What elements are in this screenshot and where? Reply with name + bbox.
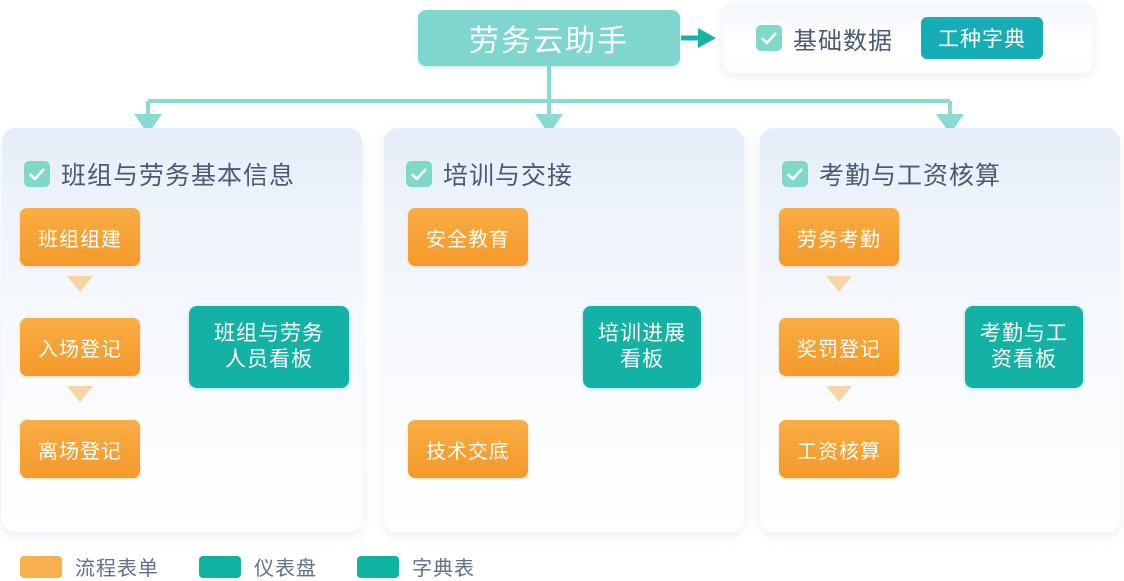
card-title: 考勤与工资核算 xyxy=(819,162,1002,190)
check-icon[interactable] xyxy=(782,161,808,187)
dashboard-line-1: 考勤与工 xyxy=(980,321,1068,345)
legend-label: 流程表单 xyxy=(75,558,159,580)
step-box[interactable]: 工资核算 xyxy=(779,420,899,478)
step-box[interactable]: 劳务考勤 xyxy=(779,208,899,266)
dashboard-line-2: 资看板 xyxy=(991,348,1057,371)
app-title[interactable]: 劳务云助手 xyxy=(418,10,680,66)
base-data-panel: 基础数据 工种字典 xyxy=(723,3,1093,73)
step-box[interactable]: 奖罚登记 xyxy=(779,318,899,376)
card-basic-info: 班组与劳务基本信息 班组组建 入场登记 离场登记 班组与劳务 人员看板 xyxy=(2,128,362,532)
dashboard-box[interactable]: 班组与劳务 人员看板 xyxy=(189,306,349,388)
dashboard-box[interactable]: 考勤与工 资看板 xyxy=(965,306,1083,388)
flow-arrow-down-icon xyxy=(67,276,93,292)
check-icon[interactable] xyxy=(24,161,50,187)
dashboard-box[interactable]: 培训进展 看板 xyxy=(583,306,701,388)
legend-item: 仪表盘 xyxy=(199,552,317,581)
base-data-label: 基础数据 xyxy=(793,27,893,55)
step-box[interactable]: 入场登记 xyxy=(20,318,140,376)
legend-label: 字典表 xyxy=(412,558,475,580)
legend-item: 字典表 xyxy=(357,552,475,581)
legend-swatch-dashboard xyxy=(199,555,241,578)
dashboard-line-1: 班组与劳务 xyxy=(214,321,324,345)
check-icon[interactable] xyxy=(406,161,432,187)
card-header: 考勤与工资核算 xyxy=(782,156,1001,192)
tree-connector xyxy=(134,66,964,134)
step-box[interactable]: 离场登记 xyxy=(20,420,140,478)
card-title: 班组与劳务基本信息 xyxy=(61,162,296,190)
legend-swatch-dictionary xyxy=(357,555,399,578)
dictionary-button[interactable]: 工种字典 xyxy=(921,17,1043,59)
check-icon[interactable] xyxy=(756,25,782,51)
legend-swatch-form xyxy=(20,555,62,578)
dashboard-line-2: 人员看板 xyxy=(225,348,313,371)
step-box[interactable]: 技术交底 xyxy=(408,420,528,478)
card-training: 培训与交接 安全教育 技术交底 培训进展 看板 xyxy=(384,128,744,532)
step-box[interactable]: 安全教育 xyxy=(408,208,528,266)
flow-arrow-down-icon xyxy=(826,276,852,292)
dashboard-line-1: 培训进展 xyxy=(598,321,686,345)
dashboard-line-2: 看板 xyxy=(620,348,664,371)
legend-label: 仪表盘 xyxy=(254,558,317,580)
legend-item: 流程表单 xyxy=(20,552,159,581)
flow-arrow-down-icon xyxy=(826,386,852,402)
legend: 流程表单 仪表盘 字典表 xyxy=(20,552,515,581)
arrow-title-to-base-panel xyxy=(681,28,716,48)
step-box[interactable]: 班组组建 xyxy=(20,208,140,266)
card-title: 培训与交接 xyxy=(443,162,574,190)
card-attendance-payroll: 考勤与工资核算 劳务考勤 奖罚登记 工资核算 考勤与工 资看板 xyxy=(760,128,1120,532)
card-header: 班组与劳务基本信息 xyxy=(24,156,295,192)
card-header: 培训与交接 xyxy=(406,156,573,192)
flow-arrow-down-icon xyxy=(67,386,93,402)
